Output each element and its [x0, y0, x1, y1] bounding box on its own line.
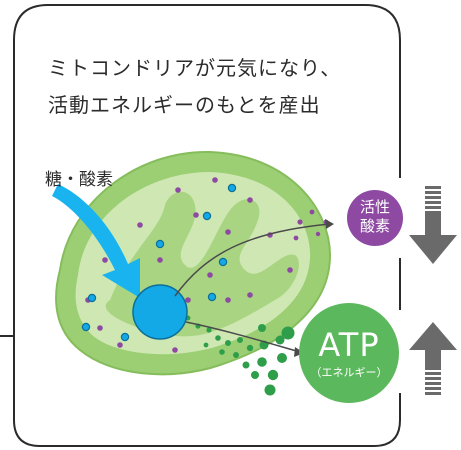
atp-trend-up-arrow	[409, 322, 457, 395]
input-arrow	[52, 184, 140, 298]
ros-flow-arrowhead	[325, 219, 334, 229]
ros-label-line-2: 酸素	[359, 217, 390, 235]
atp-flow-arrowhead	[294, 347, 304, 357]
input-label: 糖・酸素	[45, 170, 113, 190]
ros-trend-down-arrow	[409, 186, 457, 264]
atp-flow-arrow	[185, 321, 301, 353]
ros-label-line-1: 活性	[359, 198, 390, 216]
atp-label: ATP	[318, 326, 380, 364]
heading-line-1: ミトコンドリアが元気になり、	[48, 56, 342, 80]
atp-sublabel: （エネルギー）	[310, 366, 388, 379]
ros-flow-arrow	[174, 223, 331, 297]
heading-line-2: 活動エネルギーのもとを産出	[48, 93, 321, 117]
ros-label: 活性 酸素	[347, 198, 403, 236]
frame-outline	[0, 4, 401, 337]
reaction-core	[132, 284, 188, 340]
atp-badge	[299, 303, 399, 403]
ros-particles	[85, 177, 329, 353]
frame-lower	[13, 336, 401, 447]
matrix-granules	[81, 183, 237, 342]
ros-badge	[347, 190, 403, 246]
